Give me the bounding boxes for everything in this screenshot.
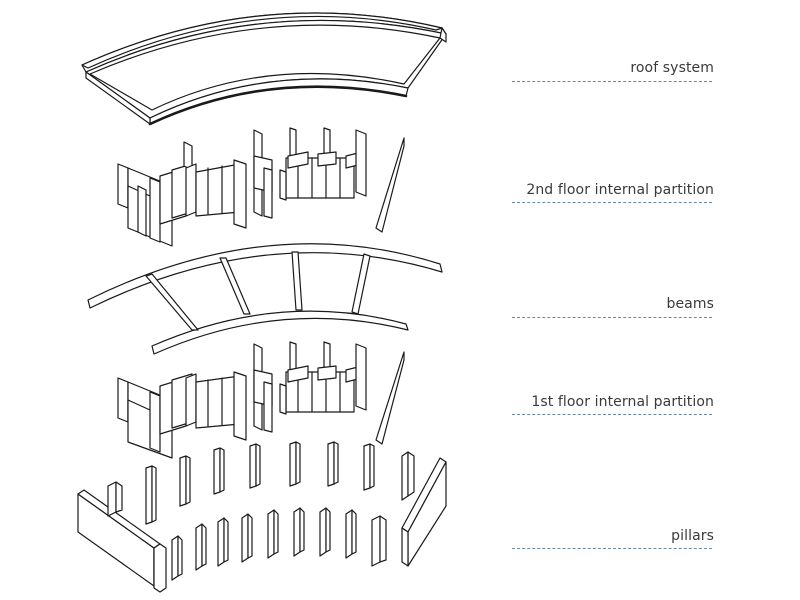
leader-line-roof-system	[512, 81, 712, 82]
leader-line-second-floor-partition	[512, 202, 712, 203]
pillars-layer	[77, 441, 447, 593]
label-roof-system: roof system	[630, 60, 714, 76]
label-first-floor-partition: 1st floor internal partition	[531, 394, 714, 410]
label-beams: beams	[666, 296, 714, 312]
leader-line-beams	[512, 317, 712, 318]
leader-line-first-floor-partition	[512, 414, 712, 415]
label-pillars: pillars	[671, 528, 714, 544]
first-floor-partition-layer	[117, 341, 405, 459]
roof-system-layer	[81, 12, 447, 126]
label-second-floor-partition: 2nd floor internal partition	[526, 182, 714, 198]
beams-layer	[87, 243, 443, 355]
second-floor-partition-layer	[117, 127, 405, 247]
leader-line-pillars	[512, 548, 712, 549]
